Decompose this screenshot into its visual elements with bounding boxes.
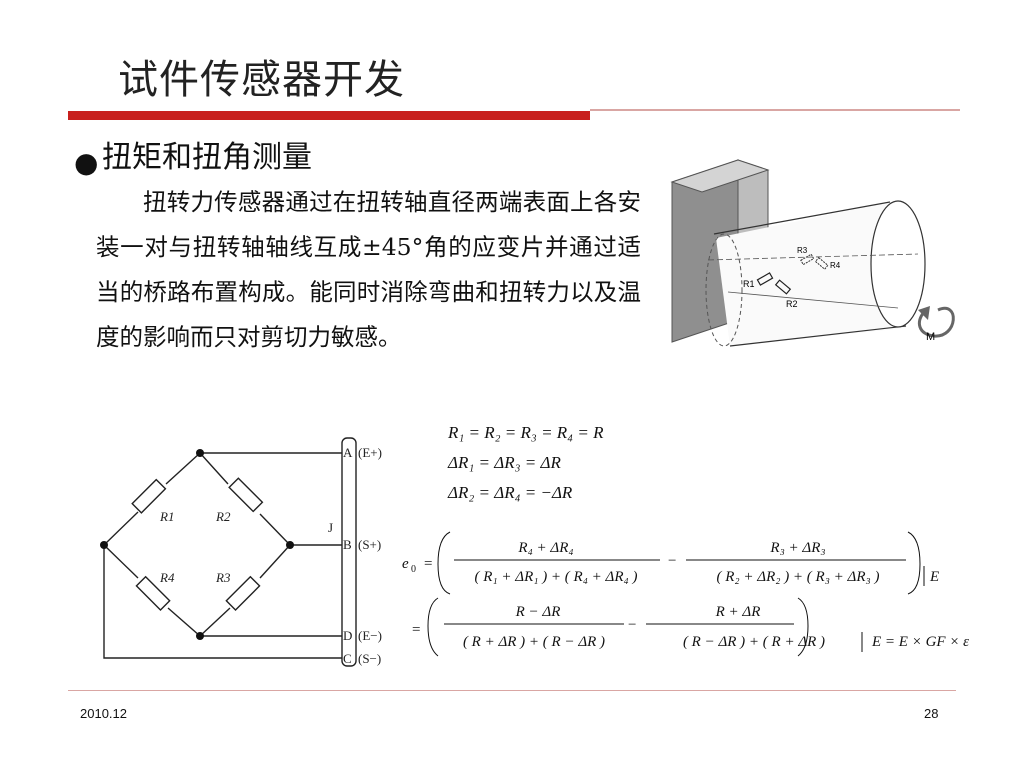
torque-arrow [917,306,955,338]
connector-bar [341,437,357,667]
equations-block: R₁ = R₂ = R₃ = R₄ = R ΔR₁ = ΔR₃ = ΔR ΔR₂… [402,423,969,657]
body-paragraph: 扭转力传感器通过在扭转轴直径两端表面上各安装一对与扭转轴轴线互成±45°角的应变… [96,188,641,351]
wheatstone-bridge-diagram: R1 R2 R4 R3 J A (E+) B (S+) D (E−) C (S−… [100,437,382,667]
paren-right [907,531,921,595]
node-bottom [196,632,204,640]
label-r2: R2 [215,509,231,524]
bullet-heading: 扭矩和扭角测量 [102,140,312,175]
bridge-wire [259,513,291,546]
shaft-body [716,202,906,346]
terminal-c-sign: (S−) [358,651,381,666]
output-voltage-symbol: e [402,556,409,572]
fraction1-numerator: R₄ + ΔR₄ [517,540,573,556]
resistor-r3 [225,575,261,611]
bridge-wire [103,544,139,579]
paren-left [437,531,451,595]
equals-sign: = [424,556,432,572]
slide-title: 试件传感器开发 [118,57,405,103]
footer-rule [68,690,956,691]
label-j: J [328,520,333,535]
shaft-edge-bottom [729,325,907,347]
result-equation: E = E × GF × ε [871,634,969,650]
title-rule-thin [590,109,960,111]
shaft-edge-top [713,201,891,235]
label-r4: R4 [159,570,175,585]
label-r1: R1 [743,279,755,289]
fraction3-numerator: R − ΔR [515,604,561,620]
bridge-wire [259,544,291,579]
output-voltage-subscript: 0 [411,564,416,575]
bridge-wire [167,607,201,637]
terminal-b-sign: (S+) [358,537,381,552]
page-number: 28 [924,706,939,721]
paren-right-2 [797,597,809,657]
bridge-wire [199,607,231,637]
shaft-end-face [870,200,926,328]
bullet-icon: ● [74,146,99,179]
wire-to-c [103,545,342,659]
node-right [286,541,294,549]
fraction1-denominator: ( R₁ + ΔR₁ ) + ( R₄ + ΔR₄ ) [475,569,638,585]
label-r1: R1 [159,509,174,524]
equation-delta-r2-r4: ΔR₂ = ΔR₄ = −ΔR [447,483,573,502]
equation-delta-r1-r3: ΔR₁ = ΔR₃ = ΔR [447,453,561,472]
title-rule-accent [68,111,590,120]
fraction3-denominator: ( R + ΔR ) + ( R − ΔR ) [463,634,605,650]
minus-sign-2: − [628,617,636,633]
label-r4: R4 [830,261,841,270]
label-r3: R3 [215,570,231,585]
resistor-r4 [135,575,171,611]
terminal-d-sign: (E−) [358,628,382,643]
gauge-r1 [756,272,774,286]
shaft-hidden-edge [705,233,743,347]
label-moment: M [926,331,935,343]
bridge-wire [103,511,139,546]
shaft-centerline [707,253,919,261]
terminal-d-letter: D [343,628,352,643]
gauge-r3 [800,253,815,266]
bridge-wire [199,452,229,485]
label-r3: R3 [797,246,808,255]
node-left [100,541,108,549]
terminal-a-letter: A [343,445,353,460]
mount-block-top [670,159,770,193]
terminal-a-sign: (E+) [358,445,382,460]
shaft-strain-gauge-figure: R1 R2 R3 R4 M [670,159,955,347]
fraction4-numerator: R + ΔR [715,604,761,620]
fraction2-denominator: ( R₂ + ΔR₂ ) + ( R₃ + ΔR₃ ) [717,569,880,585]
gauge-r2 [774,279,792,295]
minus-sign: − [668,553,676,569]
label-r2: R2 [786,299,798,309]
shaft-gauge-line [727,291,899,309]
bridge-wire [165,452,201,485]
resistor-r1 [131,478,167,514]
equals-sign-2: = [412,622,420,638]
torque-arrowhead-icon [918,306,930,320]
equation-equal-resistance: R₁ = R₂ = R₃ = R₄ = R [447,423,604,442]
supply-voltage-factor: E [929,569,939,585]
footer-date: 2010.12 [80,706,127,721]
resistor-r2 [228,477,264,513]
node-top [196,449,204,457]
paren-left-2 [427,597,439,657]
gauge-r4 [814,256,829,270]
fraction4-denominator: ( R − ΔR ) + ( R + ΔR ) [683,634,825,650]
fraction2-numerator: R₃ + ΔR₃ [769,540,825,556]
terminal-b-letter: B [343,537,352,552]
terminal-c-letter: C [343,651,352,666]
